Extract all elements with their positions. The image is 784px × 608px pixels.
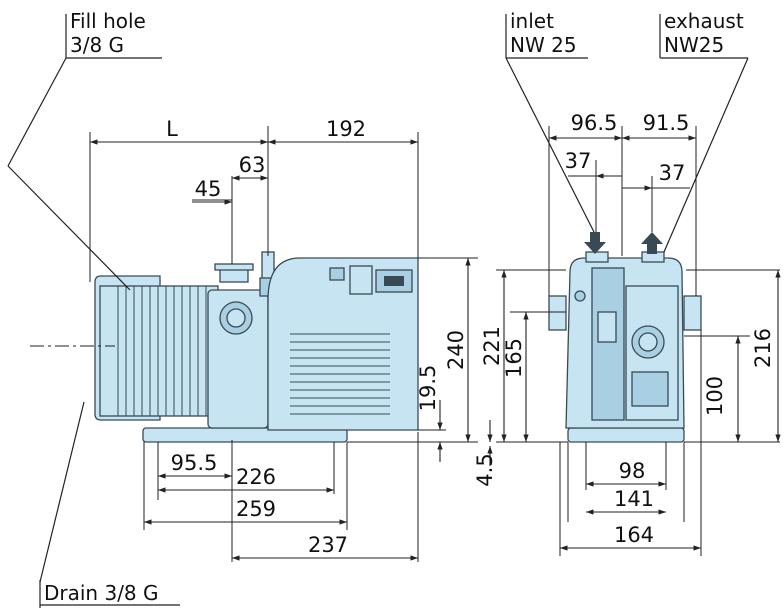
dim-19-5: 19.5	[416, 365, 440, 412]
dim-141: 141	[614, 487, 654, 511]
dim-237: 237	[308, 533, 348, 557]
front-dimensions: 96.5 91.5 37 37 221 165 100 216 98 141 1…	[480, 111, 781, 556]
inlet-label: inlet NW 25	[505, 9, 595, 233]
dim-37-right: 37	[659, 161, 686, 185]
cooling-fins	[117, 286, 207, 416]
fill-hole-label: Fill hole 3/8 G	[7, 9, 162, 291]
dim-L: L	[166, 117, 178, 141]
exhaust-label: exhaust NW25	[659, 9, 749, 253]
dim-240: 240	[444, 330, 468, 370]
fill-hole-text: Fill hole	[70, 9, 146, 33]
dim-37-left: 37	[565, 149, 592, 173]
dim-45: 45	[195, 177, 222, 201]
dim-98: 98	[619, 459, 646, 483]
dim-95-5: 95.5	[171, 451, 218, 475]
dim-221: 221	[480, 326, 504, 366]
dim-192: 192	[326, 117, 366, 141]
dim-226: 226	[236, 465, 276, 489]
side-view-pump	[30, 251, 419, 443]
dim-4-5: 4.5	[473, 453, 497, 486]
inlet-text: inlet	[510, 9, 554, 33]
exhaust-text: exhaust	[664, 9, 744, 33]
dim-100: 100	[703, 376, 727, 416]
dim-164: 164	[614, 523, 654, 547]
drain-label: Drain 3/8 G	[39, 401, 180, 608]
exhaust-size: NW25	[664, 33, 724, 57]
inlet-size: NW 25	[510, 33, 577, 57]
front-view-pump	[548, 232, 702, 443]
fill-hole-size: 3/8 G	[70, 33, 124, 57]
side-dimensions: L 192 63 45 240 19.5 95.5 226 259 237 4.…	[89, 117, 497, 562]
dim-96-5: 96.5	[571, 111, 618, 135]
dim-259: 259	[236, 497, 276, 521]
dim-216: 216	[751, 328, 775, 368]
dim-165: 165	[502, 338, 526, 378]
vent-slots	[290, 333, 390, 415]
dim-63: 63	[239, 153, 266, 177]
dim-91-5: 91.5	[643, 111, 690, 135]
drain-text: Drain 3/8 G	[44, 581, 159, 605]
